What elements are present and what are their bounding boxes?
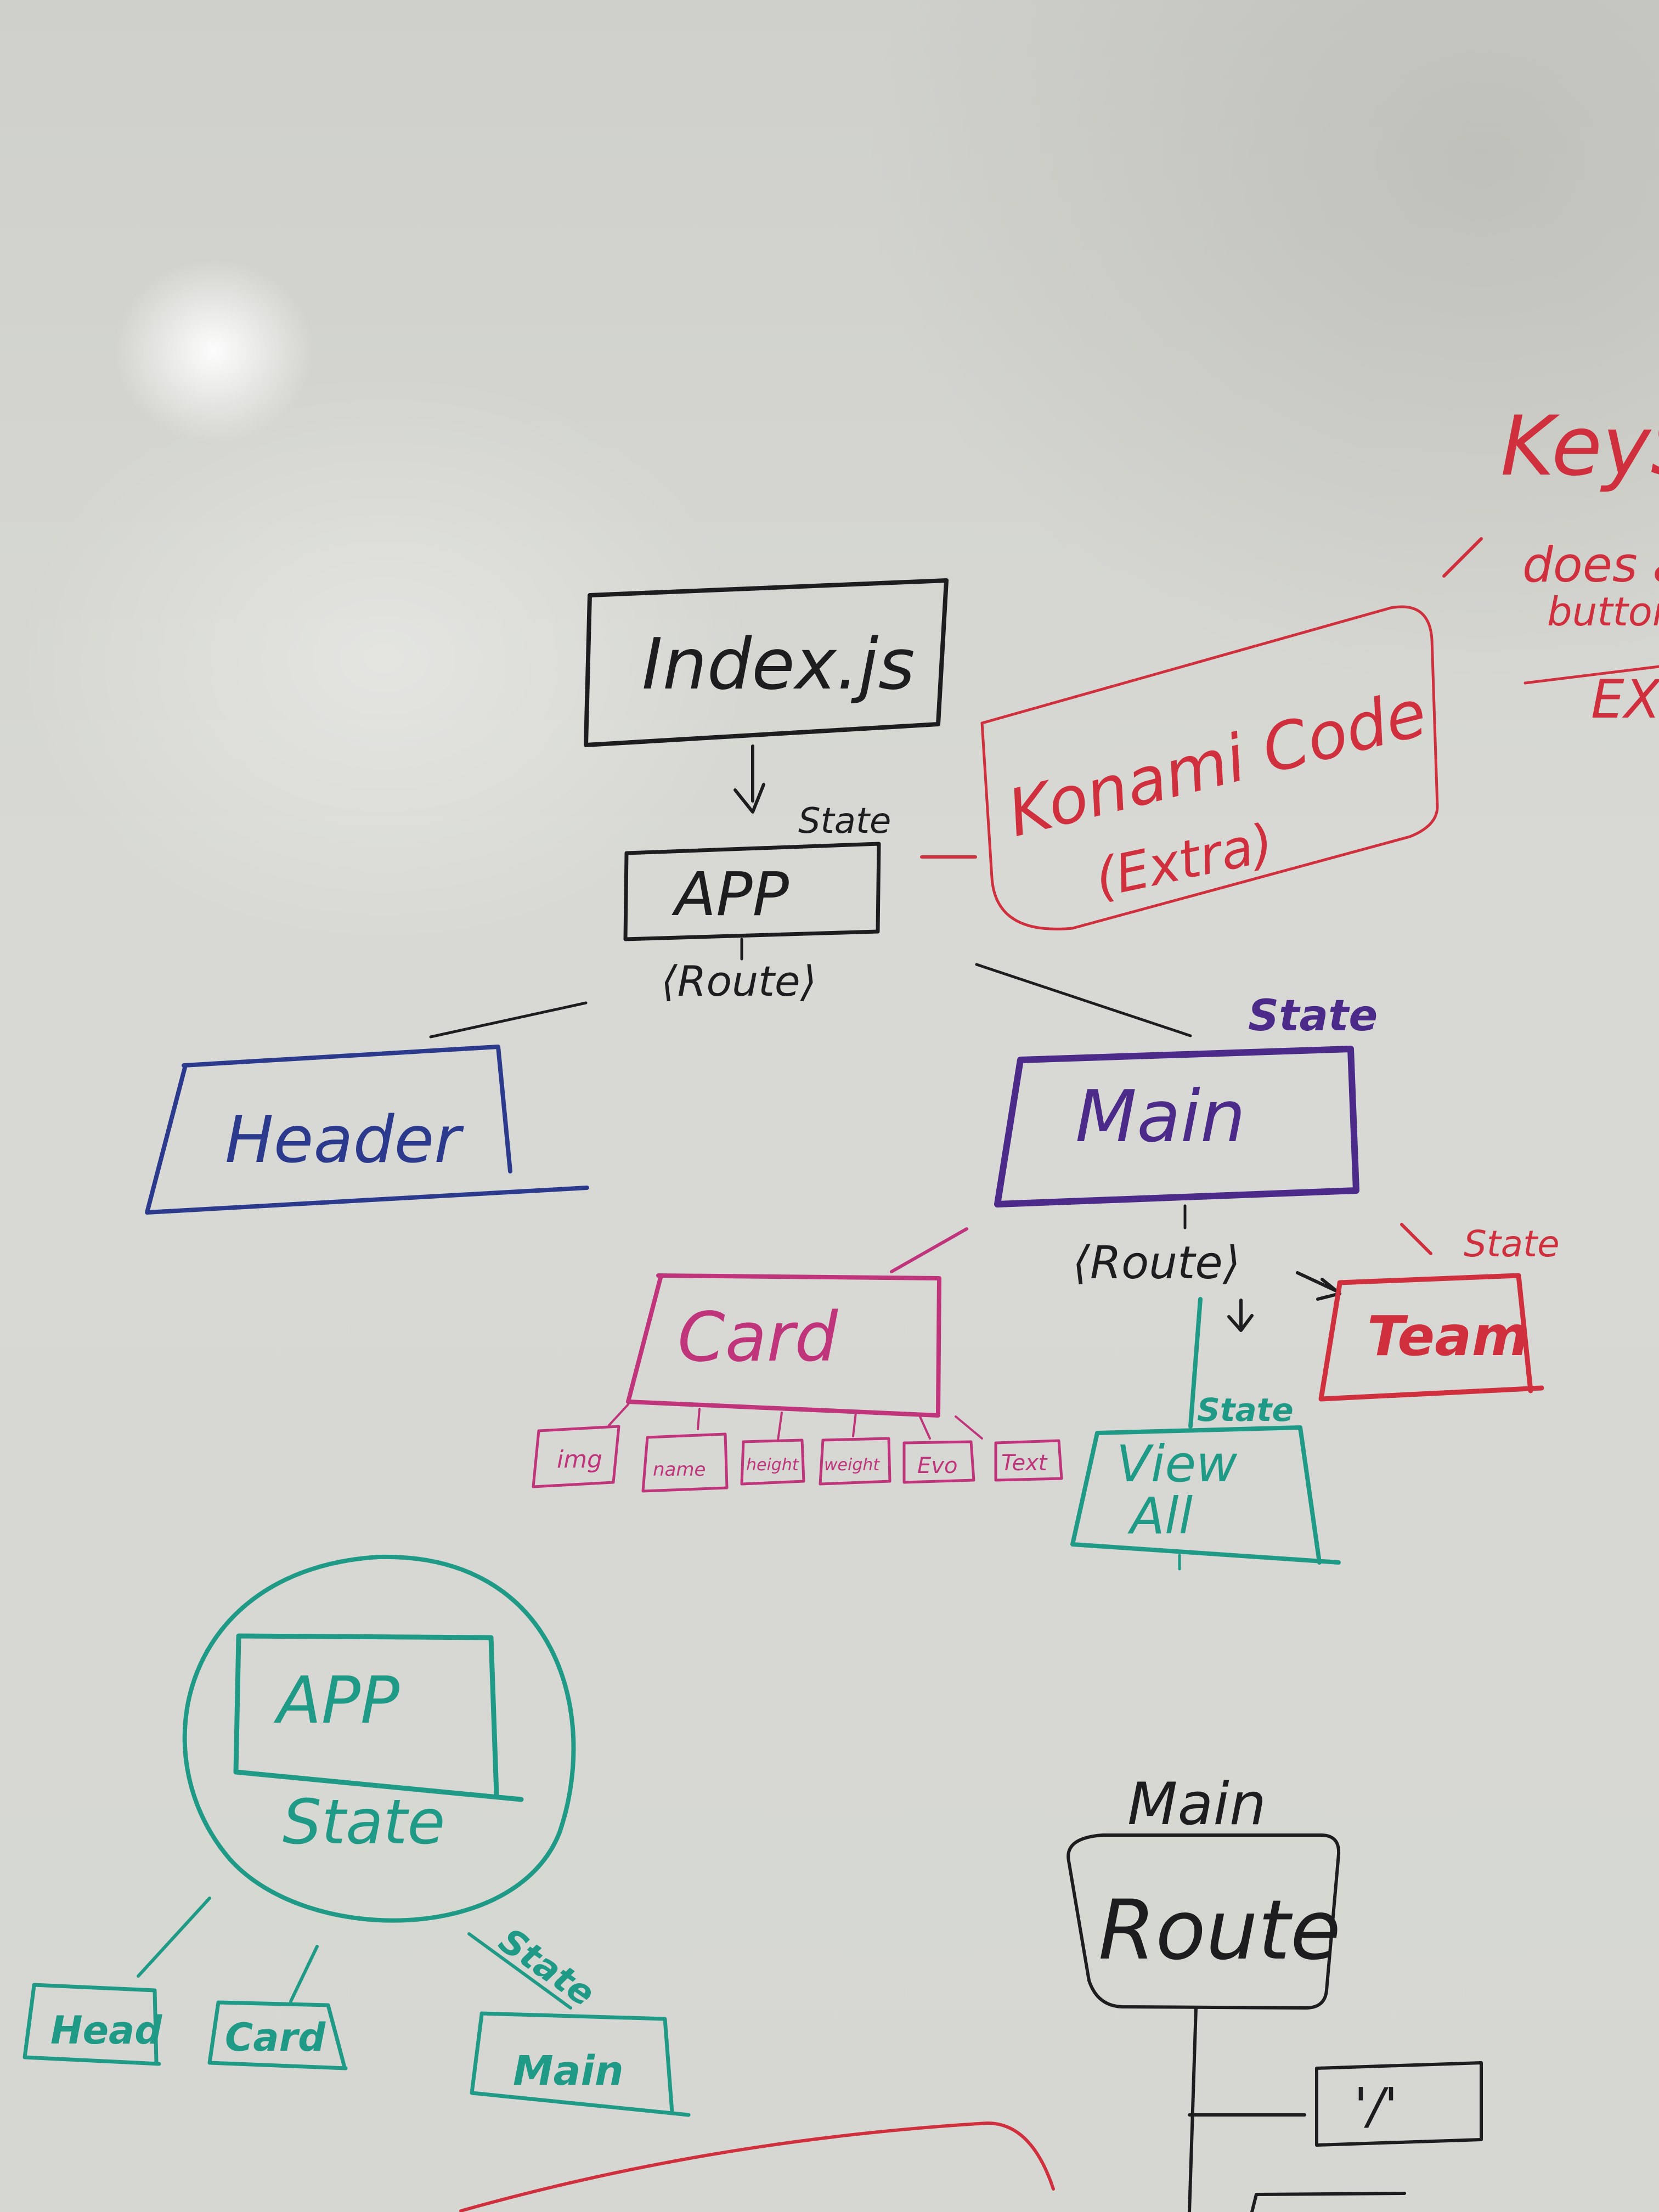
konami-keystroke-edge (1442, 537, 1483, 578)
card-child-height: height (740, 1438, 805, 1486)
app-label: APP (672, 859, 789, 929)
team-arrow-icon (1296, 1271, 1341, 1301)
route-diagram-route-label: Route (1098, 1883, 1341, 1978)
main-state-label: State (1248, 991, 1378, 1041)
keystroke-note: KeySt does a buttons EX (1500, 399, 1659, 730)
card-children: img name height weight Evo Text (532, 1425, 1063, 1493)
main-route-label: ⟨Route⟩ (1073, 1237, 1240, 1289)
svg-text:img: img (557, 1446, 602, 1474)
state-child-head: Head (22, 1983, 162, 2066)
view-all-label-line1: View (1116, 1435, 1238, 1493)
state-diagram-state-label: State (283, 1787, 445, 1858)
card-children-edges (608, 1403, 983, 1441)
view-all-edge (1188, 1297, 1203, 1429)
team-node: Team State (1318, 1223, 1560, 1402)
header-label: Header (225, 1102, 464, 1177)
team-edge (1400, 1223, 1432, 1255)
view-all-arrow-icon (1227, 1299, 1254, 1332)
view-all-node: View All State (1070, 1391, 1341, 1565)
svg-text:weight: weight (824, 1455, 880, 1475)
down-arrow-icon (733, 744, 765, 814)
view-all-state-label: State (1197, 1391, 1294, 1429)
partial-red-curve (459, 2121, 1055, 2212)
svg-text:Card: Card (225, 2015, 326, 2060)
svg-text:Evo: Evo (917, 1453, 957, 1479)
state-diagram-edges (137, 1897, 572, 2010)
app-main-edge (975, 963, 1192, 1037)
state-diagram-app-label: APP (273, 1662, 399, 1738)
route-diagram-partial-node (1250, 2192, 1406, 2212)
header-node: Header (145, 1045, 589, 1215)
svg-text:Main: Main (513, 2047, 624, 2095)
card-node: Card (626, 1273, 941, 1418)
view-all-label-line2: All (1127, 1487, 1193, 1545)
keystroke-note-line1: does a (1522, 537, 1659, 593)
svg-text:Head: Head (50, 2008, 162, 2053)
svg-text:'/': '/' (1354, 2078, 1398, 2135)
main-node: Main State (994, 991, 1378, 1207)
card-child-text: Text (994, 1439, 1063, 1482)
keystroke-title: KeySt (1500, 399, 1659, 494)
route-diagram-title: Main (1127, 1770, 1266, 1838)
card-child-evo: Evo (902, 1440, 975, 1484)
state-child-card: Card (207, 2000, 348, 2070)
keystroke-note-line2: buttons (1547, 589, 1659, 635)
team-label: Team (1367, 1304, 1529, 1368)
app-route-label: ⟨Route⟩ (661, 957, 816, 1006)
svg-text:name: name (653, 1459, 706, 1481)
app-header-edge (429, 1001, 588, 1039)
team-state-label: State (1464, 1223, 1560, 1265)
konami-node: Konami Code (Extra) (980, 605, 1439, 930)
route-diagram-edges (1188, 2006, 1306, 2212)
route-path-node: '/' (1315, 2061, 1483, 2147)
card-child-name: name (641, 1432, 729, 1493)
keystroke-note-divider (1523, 665, 1659, 685)
state-diagram: APP State State Head Card Main (22, 1554, 691, 2117)
index-js-label: Index.js (642, 624, 915, 706)
index-js-node: Index.js (584, 578, 949, 747)
main-label: Main (1075, 1075, 1245, 1158)
svg-text:height: height (746, 1455, 799, 1475)
svg-text:Text: Text (1001, 1451, 1048, 1476)
card-label: Card (678, 1298, 839, 1377)
state-child-main: Main (470, 2011, 691, 2117)
app-node: APP State (623, 801, 891, 941)
keystroke-note-line3: EX (1591, 669, 1659, 730)
route-diagram: Main Route '/' (1066, 1770, 1483, 2212)
card-child-weight: weight (819, 1437, 891, 1486)
app-state-label: State (798, 801, 891, 842)
card-child-img: img (532, 1425, 620, 1488)
state-diagram-main-state-label: State (492, 1920, 602, 2015)
main-card-edge (890, 1227, 968, 1273)
